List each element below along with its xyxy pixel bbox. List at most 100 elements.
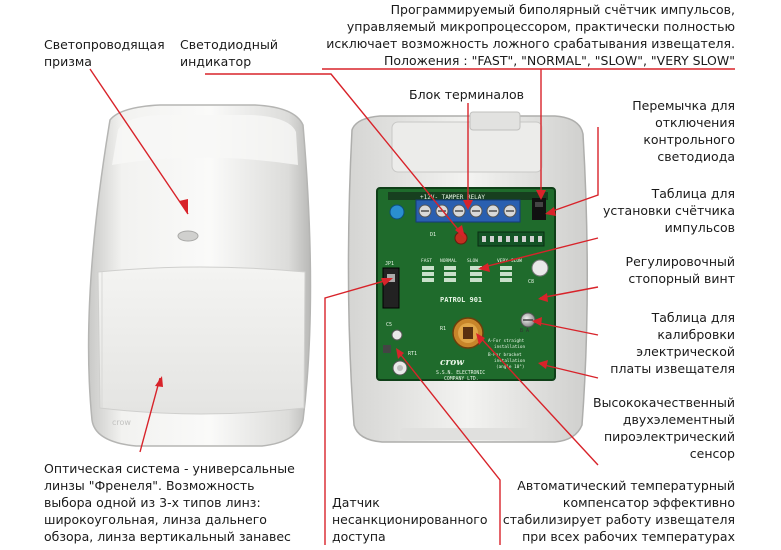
label-line: выбора одной из 3-х типов линз: [44, 495, 261, 510]
label-line: платы извещателя [610, 361, 735, 376]
label-line: широкоугольная, линза дальнего [44, 512, 267, 527]
label-line: индикатор [180, 54, 252, 69]
label-tamper-sensor: Датчик несанкционированного доступа [332, 494, 488, 545]
label-pulse-counter: Программируемый биполярный счётчик импул… [326, 1, 735, 69]
fresnel-lens [97, 266, 306, 415]
mode-slow: SLOW [467, 258, 478, 264]
light-prism [177, 230, 199, 242]
label-line: Таблица для [651, 310, 735, 325]
label-line: компенсатор эффективно [562, 495, 735, 510]
pcb-model: PATROL 901 [440, 296, 482, 304]
pcb-ba-mark: B A [520, 328, 529, 334]
header-pin [530, 236, 534, 242]
install-note-b3: (angle 10°) [496, 364, 524, 370]
pcb-led-mark: D1 [430, 232, 436, 238]
mode-jumper-cell [500, 272, 512, 276]
label-optical-system: Оптическая система - универсальные линзы… [44, 460, 295, 545]
mode-jumper-cell [444, 278, 456, 282]
leader-lines [89, 68, 735, 545]
pcb-c8-mark: C8 [528, 279, 534, 285]
label-line: Светодиодный [180, 37, 278, 52]
mode-fast: FAST [421, 258, 432, 264]
label-line: двухэлементный [622, 412, 735, 427]
pcb-r1-mark: R1 [440, 326, 446, 332]
capacitor [389, 204, 405, 220]
label-counter-table: Таблица для установки счётчика импульсов [603, 185, 735, 236]
install-note-b2: installation [494, 358, 525, 364]
label-calibration-table: Таблица для калибровки электрической пла… [610, 309, 735, 377]
mode-jumper-cell [500, 278, 512, 282]
label-temp-compensator: Автоматический температурный компенсатор… [503, 477, 735, 545]
pcb-rt1-mark: RT1 [408, 351, 417, 357]
mode-jumper-cell [470, 266, 482, 270]
header-pin [522, 236, 526, 242]
label-line: управляемый микропроцессором, практическ… [346, 19, 735, 34]
label-line: установки счётчика [603, 203, 735, 218]
label-line: Высококачественный [593, 395, 735, 410]
detector-open: +12V- TAMPER RELAY D1 FAST NORMAL SLOW [347, 111, 588, 443]
label-line: стопорный винт [628, 271, 735, 286]
header-pin [482, 236, 486, 242]
pcb-terminal-header: +12V- TAMPER RELAY [420, 194, 485, 201]
label-line: при всех рабочих температурах [522, 529, 735, 544]
counter-mode-table: FAST NORMAL SLOW VERY SLOW [421, 258, 522, 282]
label-line: призма [44, 54, 92, 69]
label-line: Положения : "FAST", "NORMAL", "SLOW", "V… [383, 53, 735, 68]
label-line: стабилизирует работу извещателя [502, 512, 735, 527]
label-line: светодиода [657, 149, 735, 164]
jumper [532, 198, 546, 220]
svg-text:crow: crow [112, 418, 131, 427]
label-line: исключает возможность ложного срабатыван… [326, 36, 735, 51]
pcb-maker-2: COMPANY LTD. [444, 376, 479, 382]
label-line: Светопроводящая [44, 37, 165, 52]
terminal-block [415, 199, 521, 223]
label-line: калибровки [657, 327, 735, 342]
mode-jumper-cell [470, 272, 482, 276]
install-note-a2: installation [494, 344, 525, 350]
install-note-a1: A-For straight [488, 338, 525, 344]
label-line: импульсов [664, 220, 735, 235]
label-line: Программируемый биполярный счётчик импул… [390, 2, 735, 17]
mode-jumper-cell [444, 272, 456, 276]
label-line: Оптическая система - универсальные [44, 461, 295, 476]
header-pin [490, 236, 494, 242]
mode-jumper-cell [470, 278, 482, 282]
label-line: сенсор [689, 446, 735, 461]
label-line: обзора, линза вертикальный занавес [44, 529, 291, 544]
pcb-maker-1: S.S.N. ELECTRONIC [436, 370, 485, 376]
mode-jumper-cell [422, 266, 434, 270]
label-line: Блок терминалов [409, 87, 525, 102]
label-line: отключения [655, 115, 735, 130]
pcb-brand: crow [440, 358, 464, 368]
mode-jumper-cell [422, 278, 434, 282]
header-pin [498, 236, 502, 242]
label-pyro-sensor: Высококачественный двухэлементный пироэл… [593, 394, 735, 462]
label-line: контрольного [643, 132, 735, 147]
label-led-indicator: Светодиодный индикатор [180, 36, 278, 70]
label-line: доступа [332, 529, 386, 544]
label-line: Регулировочный [625, 254, 735, 269]
detector-front: crow [87, 104, 312, 447]
mode-normal: NORMAL [440, 258, 457, 264]
arrow-heads [155, 190, 556, 387]
label-line: линзы "Френеля". Возможность [44, 478, 255, 493]
mode-jumper-cell [422, 272, 434, 276]
label-line: несанкционированного [332, 512, 488, 527]
label-line: Датчик [332, 495, 380, 510]
header-pin [514, 236, 518, 242]
mode-jumper-cell [444, 266, 456, 270]
label-line: Таблица для [651, 186, 735, 201]
label-line: электрической [636, 344, 735, 359]
label-line: Автоматический температурный [517, 478, 735, 493]
mode-jumper-cell [500, 266, 512, 270]
label-line: Перемычка для [632, 98, 735, 113]
install-note-b1: B-For bracket [488, 352, 522, 358]
label-lock-screw: Регулировочный стопорный винт [626, 253, 735, 287]
label-led-jumper: Перемычка для отключения контрольного св… [632, 97, 735, 165]
pcb-c5-mark: C5 [386, 322, 392, 328]
header-pin [506, 236, 510, 242]
pyro-sensor [452, 317, 484, 349]
pcb-jp-mark: JP1 [385, 261, 394, 267]
header-pin [538, 236, 542, 242]
